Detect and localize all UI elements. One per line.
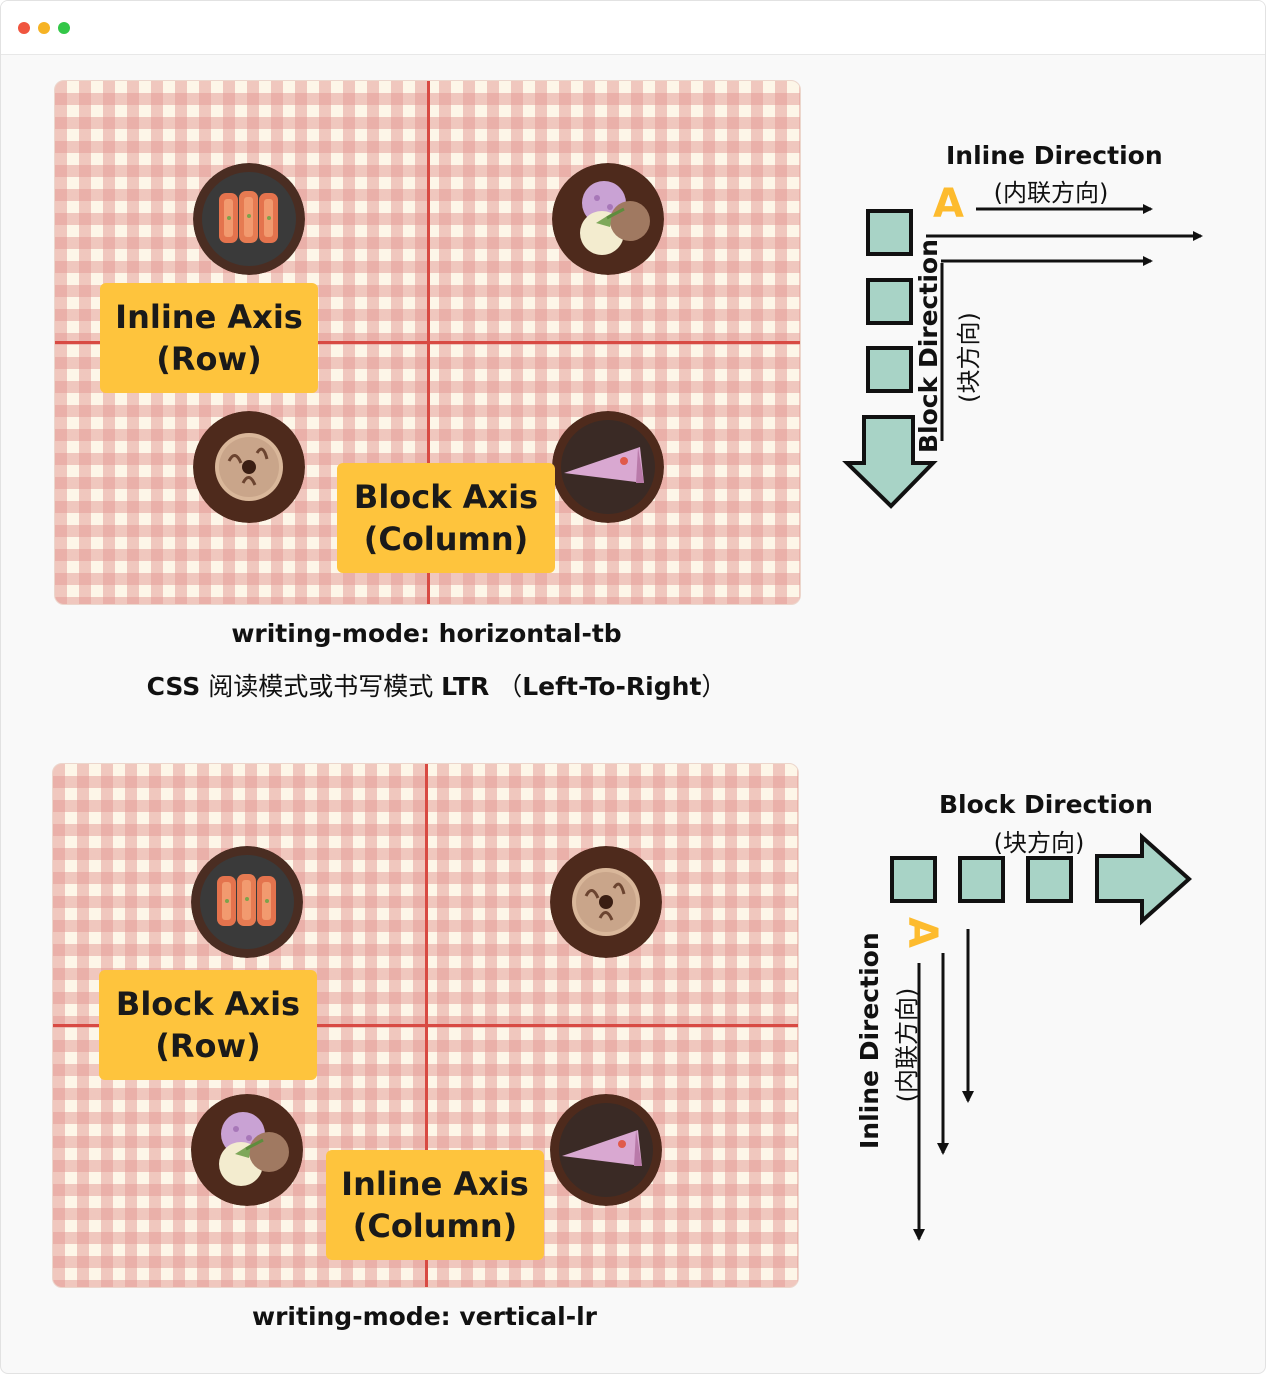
- caption-writing-mode-vertical: writing-mode: vertical-lr: [252, 1302, 597, 1331]
- block-axis-label-line2: (Column): [363, 520, 529, 558]
- ice-cream-plate-icon: [191, 1094, 303, 1206]
- caption-css-ltr: CSS 阅读模式或书写模式 LTR （Left-To-Right）: [64, 667, 809, 703]
- block-direction-cn: (块方向): [993, 829, 1085, 857]
- vertical-lr-panel: Block Axis (Row) Inline Axis (Column): [52, 763, 799, 1288]
- close-button[interactable]: [18, 22, 30, 34]
- block-direction-arrow: [842, 415, 938, 509]
- block-square-3: [1026, 856, 1073, 903]
- ice-cream-plate-icon: [552, 163, 664, 275]
- block-axis-label: Block Axis (Column): [337, 463, 555, 573]
- inline-direction-cn: (内联方向): [993, 179, 1109, 207]
- caption-paren-close: ）: [701, 672, 727, 701]
- minimize-button[interactable]: [38, 22, 50, 34]
- horizontal-tb-panel: Inline Axis (Row) Block Axis (Column): [54, 80, 801, 605]
- block-square-1: [866, 209, 913, 256]
- inline-axis-label: Inline Axis (Row): [100, 283, 318, 393]
- inline-axis-label-line1: Inline Axis: [341, 1165, 529, 1203]
- sushi-plate-icon: [193, 163, 305, 275]
- block-square-1: [890, 856, 937, 903]
- horizontal-grid-line: [55, 341, 800, 344]
- cake-slice-plate-icon: [550, 1094, 662, 1206]
- inline-direction-cn: (内联方向): [893, 987, 921, 1103]
- sushi-plate-icon: [191, 846, 303, 958]
- inline-axis-label-line2: (Column): [352, 1207, 518, 1245]
- maximize-button[interactable]: [58, 22, 70, 34]
- caption-cn: 阅读模式或书写模式: [200, 672, 442, 701]
- block-square-2: [958, 856, 1005, 903]
- title-bar: [1, 1, 1265, 55]
- donut-plate-icon: [193, 411, 305, 523]
- caption-writing-mode-horizontal: writing-mode: horizontal-tb: [231, 619, 622, 648]
- inline-direction-title: Inline Direction: [855, 932, 884, 1149]
- inline-direction-title: Inline Direction: [946, 141, 1163, 170]
- letter-a-glyph: A: [899, 917, 945, 948]
- inline-axis-label: Inline Axis (Column): [326, 1150, 544, 1260]
- block-axis-label-line1: Block Axis: [115, 985, 301, 1023]
- inline-axis-label-line2: (Row): [156, 340, 262, 378]
- caption-css: CSS: [146, 672, 201, 701]
- block-square-3: [866, 346, 913, 393]
- block-axis-label: Block Axis (Row): [99, 970, 317, 1080]
- block-direction-arrow: [1095, 832, 1193, 926]
- caption-ltr: LTR: [441, 672, 490, 701]
- block-axis-label-line2: (Row): [155, 1027, 261, 1065]
- horizontal-grid-line: [53, 1024, 798, 1027]
- caption-ltr-full: Left-To-Right: [522, 672, 702, 701]
- donut-plate-icon: [550, 846, 662, 958]
- block-square-2: [866, 278, 913, 325]
- inline-axis-label-line1: Inline Axis: [115, 298, 303, 336]
- letter-a-glyph: A: [933, 181, 964, 227]
- block-axis-label-line1: Block Axis: [353, 478, 539, 516]
- cake-slice-plate-icon: [552, 411, 664, 523]
- block-direction-title: Block Direction: [939, 790, 1153, 819]
- caption-paren-open: （: [489, 672, 523, 701]
